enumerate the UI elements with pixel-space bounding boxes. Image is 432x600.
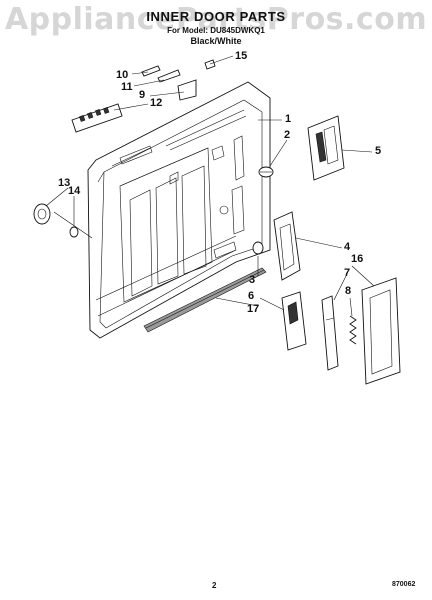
- knob: [33, 203, 51, 225]
- callout-8: 8: [345, 285, 352, 297]
- callout-7: 7: [344, 267, 351, 279]
- callout-9: 9: [139, 89, 146, 101]
- small-hardware: [141, 59, 216, 101]
- callout-6: 6: [248, 290, 255, 302]
- callout-10: 10: [116, 69, 129, 81]
- watermark: AppliancePartsPros.com: [4, 2, 428, 37]
- diagram-title: INNER DOOR PARTS: [146, 9, 286, 24]
- lever: [321, 295, 339, 371]
- actuator: [281, 291, 307, 351]
- diagram-code: 870062: [392, 581, 416, 588]
- callout-13: 13: [58, 177, 71, 189]
- color-line: Black/White: [190, 36, 242, 46]
- latch-assembly: [307, 115, 345, 181]
- callout-4: 4: [344, 241, 351, 253]
- cover-panel: [361, 277, 401, 385]
- callout-3: 3: [249, 274, 256, 286]
- callout-11: 11: [121, 81, 133, 93]
- callout-2: 2: [284, 129, 291, 141]
- callout-17: 17: [247, 303, 260, 315]
- callout-5: 5: [375, 145, 382, 157]
- console-trim: [71, 103, 123, 133]
- callout-16: 16: [351, 253, 364, 265]
- callout-1: 1: [285, 113, 292, 125]
- inner-door-panel: [87, 81, 271, 339]
- leader-lines: [45, 55, 375, 317]
- callout-12: 12: [150, 97, 163, 109]
- screw: [258, 166, 274, 178]
- clip: [252, 241, 264, 255]
- washer: [69, 226, 79, 238]
- hinge-bracket: [273, 211, 301, 281]
- page-number: 2: [212, 581, 217, 590]
- spring: [349, 315, 357, 345]
- model-line: For Model: DU845DWKQ1: [167, 26, 265, 35]
- callout-14: 14: [68, 185, 81, 197]
- door-seal-strip: [143, 267, 267, 333]
- callout-15: 15: [235, 50, 248, 62]
